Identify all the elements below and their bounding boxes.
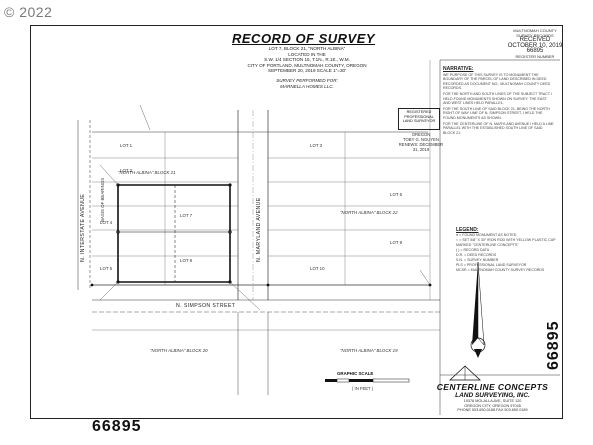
subtitle-line-3: S.W. 1/4 SECTION 15, T.1N., R.1E., W.M. (264, 57, 350, 63)
stamp-line-6: RENEWS: DECEMBER 31, 2019 (398, 142, 444, 152)
block-22-label: "NORTH ALBINA" BLOCK 22 (340, 210, 398, 215)
stamp-line-5: TOBY G. NGUYEN (403, 137, 439, 142)
narrative-para-4: FOR THE CENTERLINE OF N. MARYLAND AVENUE… (443, 121, 554, 135)
recorder-county: MULTNOMAH COUNTY (513, 28, 557, 33)
company-address-3: PHONE 503.650.0188 FAX 503.650.0189 (457, 408, 528, 413)
block-19-label: "NORTH ALBINA" BLOCK 19 (340, 348, 398, 353)
company-name: CENTERLINE CONCEPTS (436, 382, 549, 392)
legend-item: PLS = PROFESSIONAL LAND SURVEYOR (456, 263, 527, 267)
performed-for-line-1: SURVEY PERFORMED FOR: (276, 78, 338, 83)
register-number-side: 66895 (545, 320, 562, 371)
subtitle-line-4: CITY OF PORTLAND, MULTNOMAH COUNTY, OREG… (247, 62, 367, 68)
narrative-para-3: FOR THE SOUTH LINE OF SAID BLOCK 21, BEI… (443, 106, 550, 120)
stamp-line-2: PROFESSIONAL (404, 114, 434, 119)
street-interstate: N. INTERSTATE AVENUE (80, 193, 86, 262)
legend: LEGEND: ● = FOUND MONUMENT AS NOTED ○ = … (456, 228, 556, 273)
street-maryland: N. MARYLAND AVENUE (256, 197, 262, 262)
block-21-label: "NORTH ALBINA" BLOCK 21 (118, 170, 176, 175)
subtitle-line-1: LOT 7, BLOCK 21, "NORTH ALBINA" (268, 46, 346, 51)
narrative-para-1: WE PURPOSE OF THIS SURVEY IS TO MONUMENT… (443, 72, 551, 91)
lot-label: LOT 6 (390, 192, 403, 197)
basis-of-bearings: BASIS OF BEARINGS (100, 177, 105, 222)
lot-label: LOT 8 (180, 258, 193, 263)
register-number-bottom: 66895 (92, 418, 142, 435)
block-20-label: "NORTH ALBINA" BLOCK 20 (150, 348, 208, 353)
drawing-border (30, 25, 563, 419)
recorder-office: SURVEY RECORDS (516, 33, 554, 39)
stamp-line-4: OREGON (411, 132, 431, 137)
graphic-scale-units: ( IN FEET ) (352, 386, 374, 391)
subtitle-line-5: SEPTEMBER 20, 2019 SCALE 1"=30' (268, 68, 346, 74)
lot-label: LOT 7 (180, 213, 193, 218)
legend-item: S.N. = SURVEY NUMBER (456, 258, 499, 262)
lot-label: LOT 3 (310, 143, 323, 148)
company-address-1: 19376 MOLALLA AVE, SUITE 120 (463, 399, 522, 403)
company-address-2: OREGON CITY, OREGON 97045 (464, 403, 521, 408)
subtitle-line-2: LOCATED IN THE (288, 51, 326, 57)
legend-item: ○ = SET 5/8" X 30" IRON ROD WITH YELLOW … (456, 238, 556, 247)
legend-item: D.R. = DEED RECORDS (456, 253, 497, 257)
surveyor-stamp: REGISTERED PROFESSIONAL LAND SURVEYOR (398, 108, 440, 130)
graphic-scale-label: GRAPHIC SCALE (337, 371, 374, 376)
narrative-para-2: FOR THE NORTH AND SOUTH LINES OF THE SUB… (443, 91, 553, 106)
lot-label: LOT 9 (390, 240, 403, 245)
company-block: CENTERLINE CONCEPTS LAND SURVEYING, INC.… (430, 382, 555, 413)
legend-item: MCSR = MULTNOMAH COUNTY SURVEY RECORDS (456, 268, 545, 272)
copyright-watermark: © 2022 (4, 4, 53, 20)
stamp-details: OREGON TOBY G. NGUYEN RENEWS: DECEMBER 3… (398, 132, 444, 152)
narrative-heading: NARRATIVE: (443, 66, 474, 72)
stamp-line-1: REGISTERED (406, 110, 432, 114)
legend-item: ● = FOUND MONUMENT AS NOTED (456, 233, 517, 237)
lot-label: LOT 2 (120, 168, 133, 173)
lot-label: LOT 1 (120, 143, 133, 148)
stamp-line-3: LAND SURVEYOR (402, 119, 436, 124)
lot-label: LOT 4 (100, 220, 113, 225)
lot-label: LOT 5 (100, 266, 113, 271)
company-subtitle: LAND SURVEYING, INC. (455, 392, 530, 399)
recorder-number-label: REGISTER NUMBER (515, 54, 555, 60)
survey-title: RECORD OF SURVEY (232, 31, 376, 46)
street-simpson: N. SIMPSON STREET (176, 303, 236, 309)
performed-for: SURVEY PERFORMED FOR: MARNELLA HOMES LLC… (212, 78, 402, 89)
recorder-block: MULTNOMAH COUNTY SURVEY RECORDS RECEIVED… (505, 28, 565, 59)
lot-label: LOT 10 (310, 266, 325, 271)
performed-for-line-2: MARNELLA HOMES LLC. (280, 83, 334, 89)
narrative-notes: NARRATIVE: WE PURPOSE OF THIS SURVEY IS … (443, 67, 555, 136)
legend-item: ( ) = RECORD DATA (456, 248, 490, 252)
legend-heading: LEGEND: (456, 227, 479, 233)
survey-subtitle: LOT 7, BLOCK 21, "NORTH ALBINA" LOCATED … (212, 46, 402, 74)
recorder-number: 66895 (526, 47, 544, 54)
recorder-received: RECEIVED OCTOBER 10, 2019 (507, 37, 563, 49)
